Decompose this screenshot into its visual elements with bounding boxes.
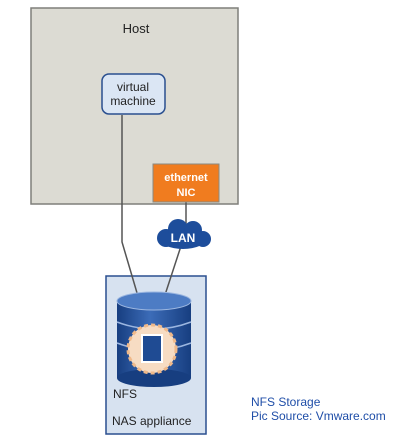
vm-label-line1: virtual (117, 80, 149, 94)
caption-source: Pic Source: Vmware.com (251, 409, 386, 423)
nic-label-line1: ethernet (164, 172, 208, 184)
caption-title: NFS Storage (251, 395, 321, 409)
virtual-machine-node[interactable]: virtual machine (101, 73, 166, 115)
nas-appliance-label: NAS appliance (112, 414, 192, 428)
lan-to-nas-line (162, 245, 182, 302)
figure-caption: NFS Storage Pic Source: Vmware.com (251, 395, 386, 423)
ethernet-nic-node[interactable]: ethernet NIC (152, 163, 220, 203)
lan-cloud-icon: LAN (157, 219, 211, 249)
nic-label-line2: NIC (177, 187, 196, 199)
lan-label: LAN (171, 231, 196, 245)
nfs-disk-icon (116, 291, 192, 387)
nfs-label: NFS (113, 387, 137, 401)
host-label: Host (123, 21, 150, 36)
vm-label-line2: machine (110, 94, 156, 108)
